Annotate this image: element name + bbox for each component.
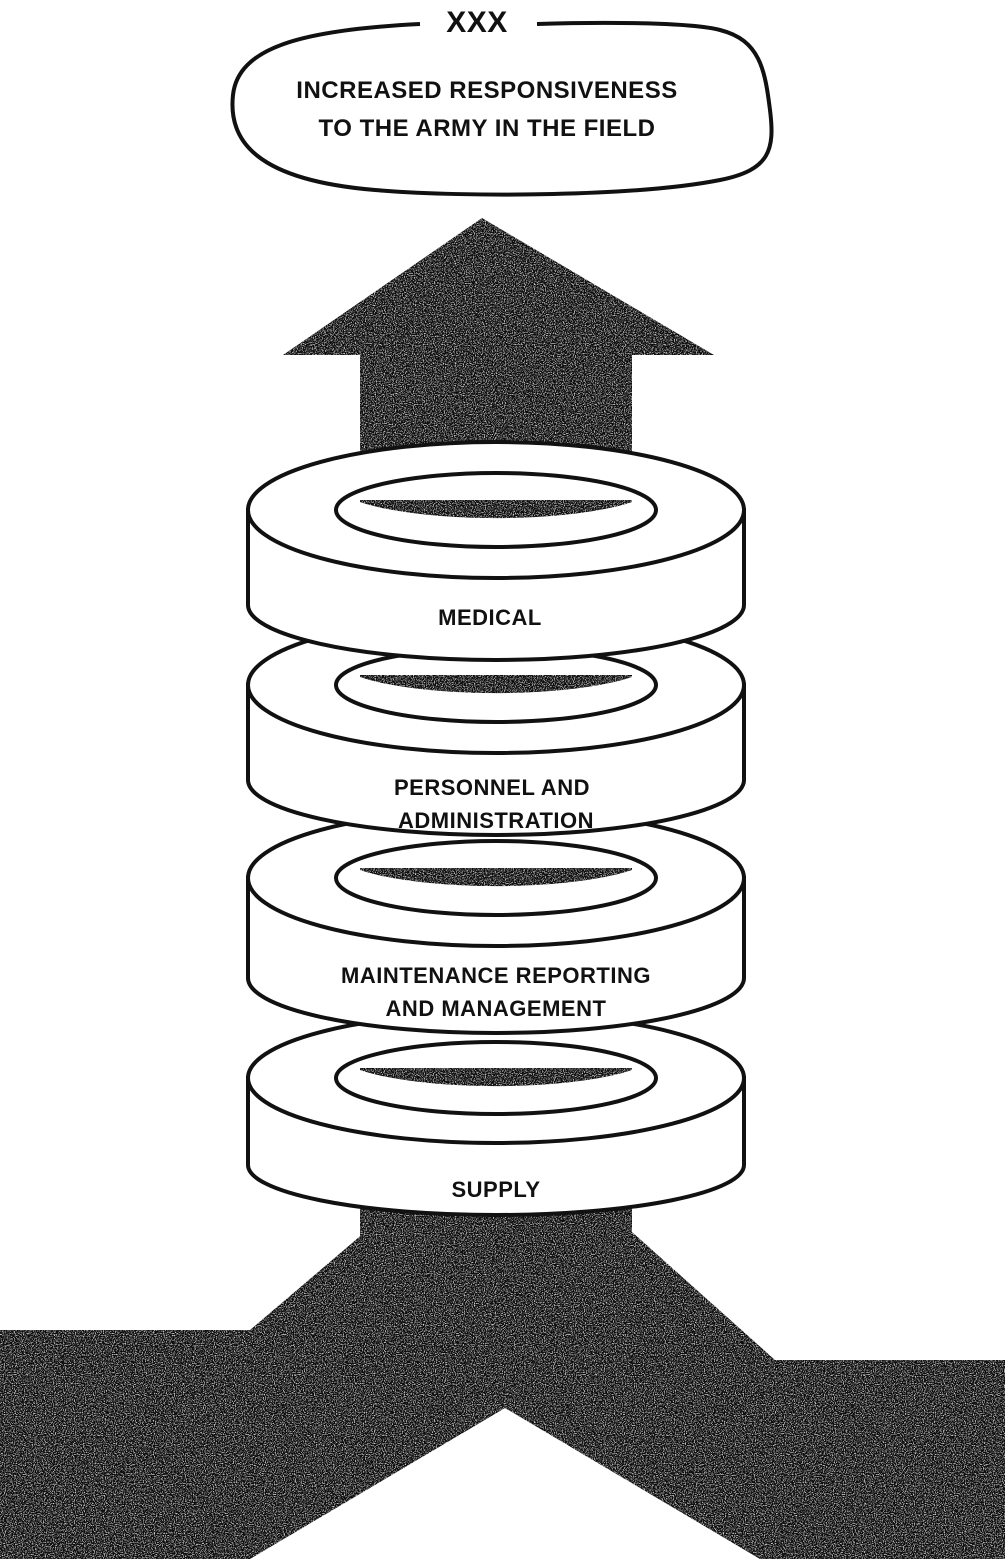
ring-medical-arrow-through <box>360 500 632 519</box>
thought-bubble: XXX INCREASED RESPONSIVENESS TO THE ARMY… <box>230 6 774 197</box>
ring-maintenance: MAINTENANCE REPORTING AND MANAGEMENT <box>246 808 746 1035</box>
ring-maintenance-arrow-through <box>360 868 632 887</box>
ring-medical-label: MEDICAL <box>438 605 542 630</box>
ring-supply-label: SUPPLY <box>451 1177 540 1202</box>
ring-personnel: PERSONNEL AND ADMINISTRATION <box>246 615 746 837</box>
ground-mountain <box>0 1232 1005 1559</box>
ring-medical: MEDICAL <box>246 440 746 662</box>
bubble-outline <box>230 20 774 197</box>
bubble-line-1: INCREASED RESPONSIVENESS <box>296 77 677 104</box>
ring-supply-arrow-through <box>360 1068 632 1087</box>
bubble-header: XXX <box>446 6 508 39</box>
ring-personnel-label-2: ADMINISTRATION <box>398 808 594 833</box>
ring-maintenance-label-1: MAINTENANCE REPORTING <box>341 963 651 988</box>
ring-personnel-label-1: PERSONNEL AND <box>394 775 590 800</box>
bubble-line-2: TO THE ARMY IN THE FIELD <box>319 115 656 142</box>
ring-personnel-arrow-through <box>360 675 632 694</box>
ring-supply: SUPPLY <box>246 1011 746 1217</box>
ring-maintenance-label-2: AND MANAGEMENT <box>386 996 607 1021</box>
arrow-head <box>283 218 714 355</box>
